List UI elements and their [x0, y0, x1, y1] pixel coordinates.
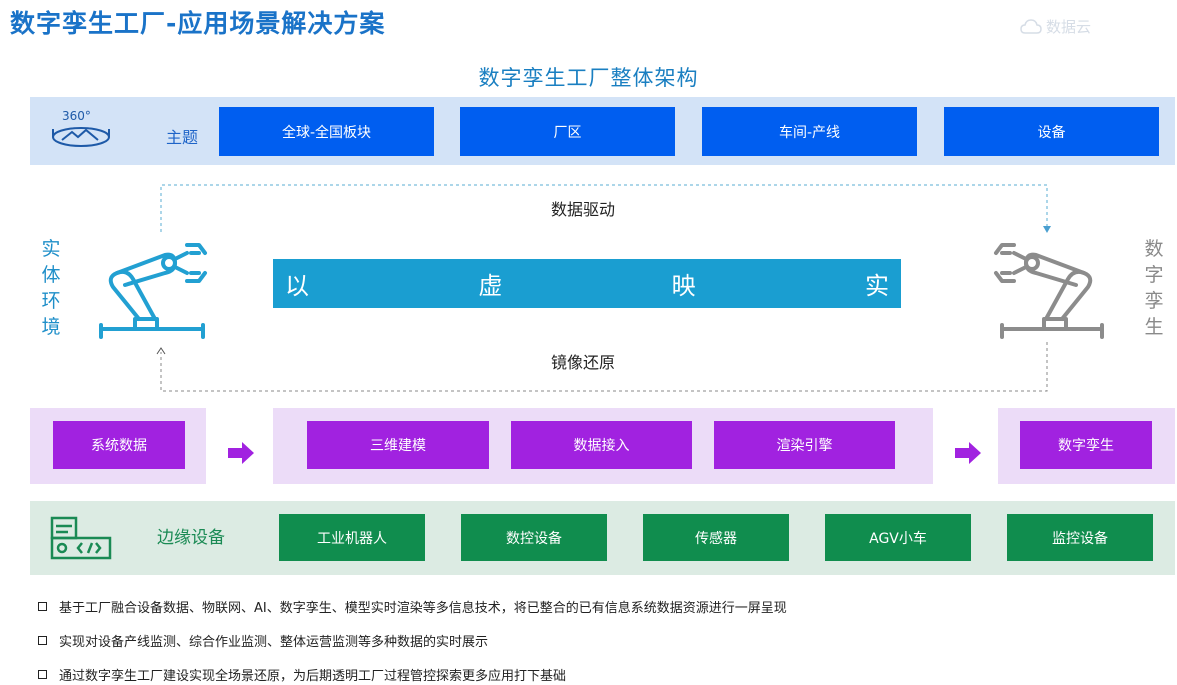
cnc-equipment-box: 数控设备 [461, 514, 607, 561]
bullet-item: 基于工厂融合设备数据、物联网、AI、数字孪生、模型实时渲染等多信息技术，将已整合… [38, 597, 787, 616]
page-title: 数字孪生工厂-应用场景解决方案 [10, 9, 386, 38]
monitoring-box: 监控设备 [1007, 514, 1153, 561]
arrow-right-icon [955, 442, 981, 464]
render-engine-box: 渲染引擎 [714, 421, 895, 469]
robot-arm-twin-icon [988, 233, 1108, 343]
bullet-square-icon [38, 602, 47, 611]
cloud-icon [1020, 18, 1042, 34]
diagram-title: 数字孪生工厂整体架构 [478, 66, 699, 90]
watermark-text: 数据云 [1046, 18, 1092, 36]
arrow-right-icon [228, 442, 254, 464]
edge-device-label: 边缘设备 [157, 528, 225, 548]
data-driven-label: 数据驱动 [551, 200, 616, 219]
digital-twin-label: 数 字 孪 生 [1144, 238, 1164, 338]
theme-item-plant: 厂区 [460, 107, 675, 156]
theme-label: 主题 [166, 128, 199, 147]
physical-environment-label: 实 体 环 境 [41, 238, 61, 338]
flow-loop-lines [156, 184, 1051, 392]
theme-item-global: 全球-全国板块 [219, 107, 434, 156]
mirror-restore-label: 镜像还原 [551, 353, 616, 372]
agv-box: AGV小车 [825, 514, 971, 561]
theme-item-equipment: 设备 [944, 107, 1159, 156]
sensor-box: 传感器 [643, 514, 789, 561]
panorama-icon-text: 360° [62, 109, 91, 123]
system-data-box: 系统数据 [53, 421, 185, 469]
bullet-square-icon [38, 636, 47, 645]
virtual-reflects-real-banner: 以 虚 映 实 [273, 259, 901, 308]
robot-arm-icon [95, 233, 220, 343]
watermark: 数据云 [1020, 16, 1091, 37]
panorama-360-icon: 360° [48, 104, 114, 154]
bullet-square-icon [38, 670, 47, 679]
modeling-box: 三维建模 [307, 421, 489, 469]
code-terminal-icon [48, 514, 114, 562]
industrial-robot-box: 工业机器人 [279, 514, 425, 561]
digital-twin-box: 数字孪生 [1020, 421, 1152, 469]
bullet-item: 通过数字孪生工厂建设实现全场景还原，为后期透明工厂过程管控探索更多应用打下基础 [38, 665, 566, 684]
bullet-item: 实现对设备产线监测、综合作业监测、整体运营监测等多种数据的实时展示 [38, 631, 488, 650]
theme-item-workshop: 车间-产线 [702, 107, 917, 156]
data-access-box: 数据接入 [511, 421, 692, 469]
